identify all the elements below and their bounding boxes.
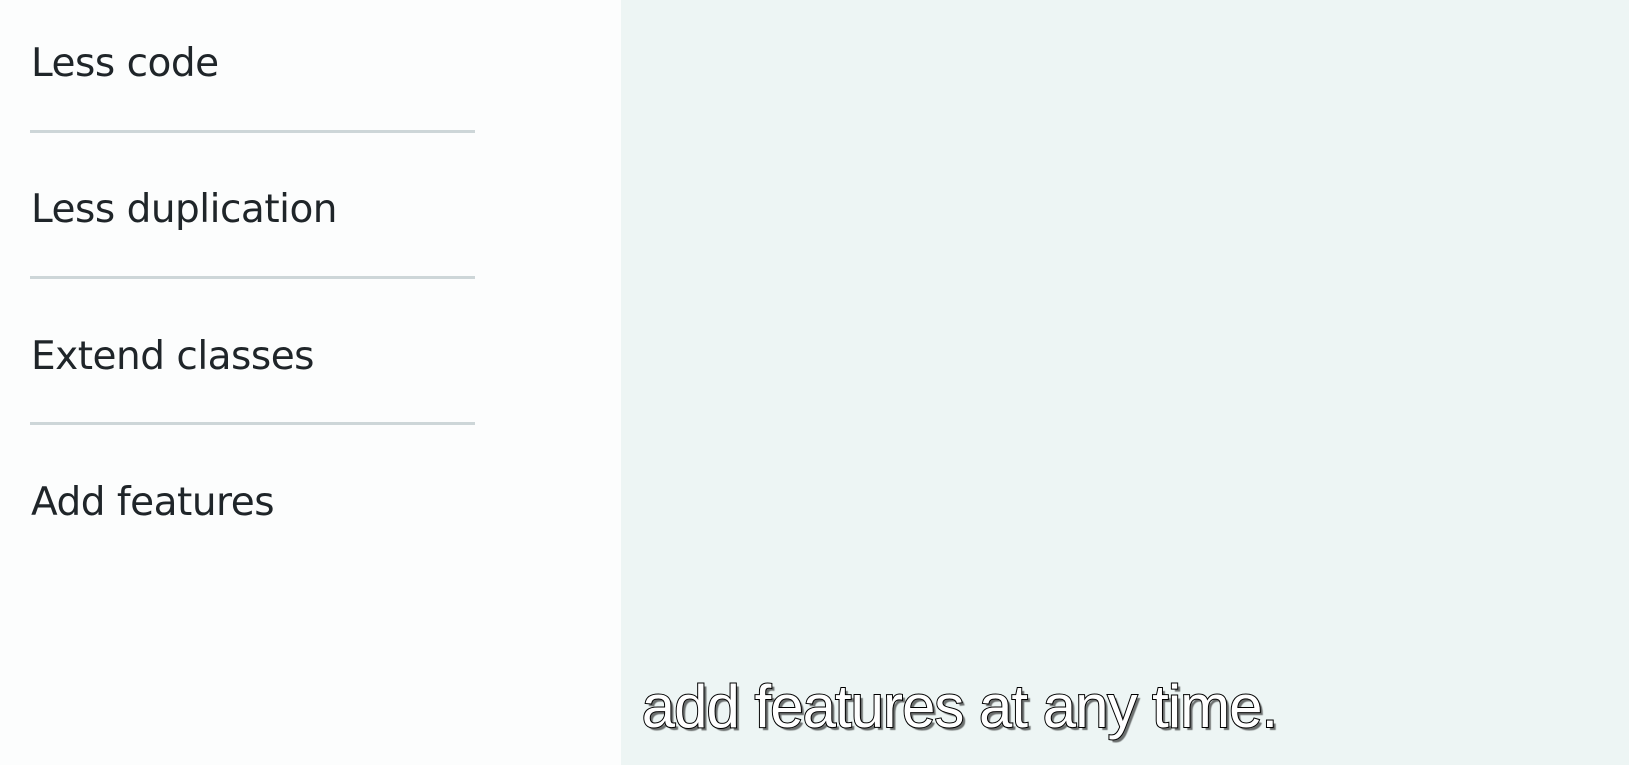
subtitle-caption: add features at any time. (641, 673, 1279, 740)
feature-list-panel: Less code Less duplication Extend classe… (0, 0, 621, 765)
feature-add-features: Add features (31, 480, 275, 525)
divider (30, 422, 475, 425)
content-panel (621, 0, 1629, 765)
feature-less-duplication: Less duplication (31, 187, 338, 232)
feature-less-code: Less code (31, 41, 219, 86)
divider (30, 276, 475, 279)
feature-extend-classes: Extend classes (31, 334, 315, 379)
divider (30, 130, 475, 133)
